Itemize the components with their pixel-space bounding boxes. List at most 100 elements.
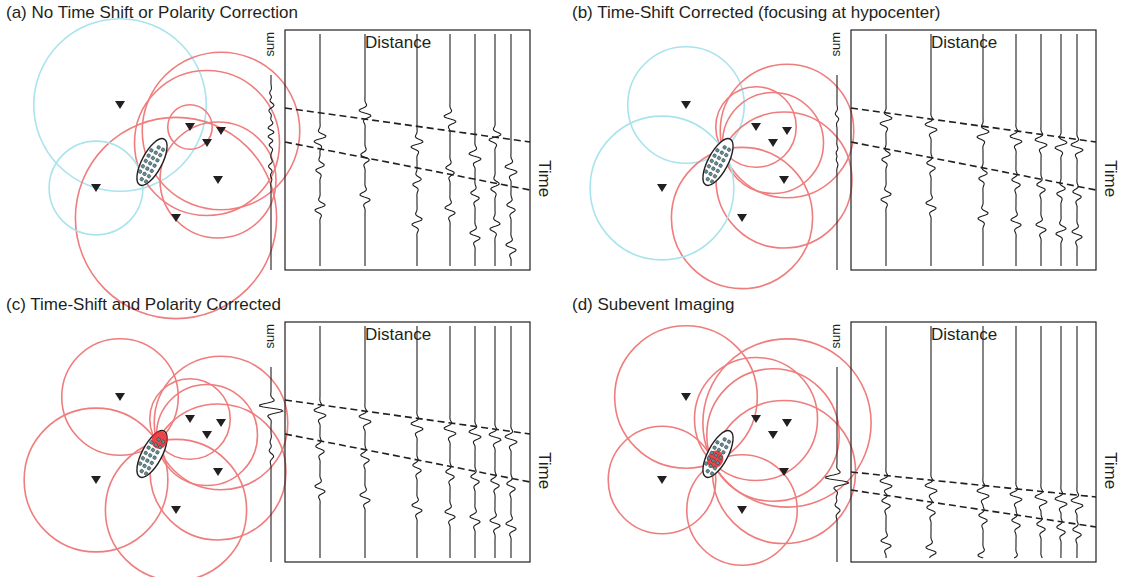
axis-label: Distance [931, 326, 997, 343]
wavefront-circle [590, 116, 734, 260]
panel-title: (d) Subevent Imaging [572, 296, 735, 313]
station-triangle [779, 468, 789, 476]
wavefront-circle [49, 141, 143, 235]
panel-title: (a) No Time Shift or Polarity Correction [6, 4, 298, 21]
seismogram-trace [1055, 34, 1067, 266]
wavefront-circle [150, 404, 286, 540]
station-triangle [657, 476, 667, 484]
wavefront-circle [671, 147, 812, 288]
station-triangle [202, 431, 212, 439]
seismogram-trace [444, 34, 456, 266]
seismogram-trace [977, 326, 989, 558]
station-triangle [737, 506, 747, 514]
station-triangle [115, 101, 125, 109]
seismogram-trace [1010, 34, 1022, 266]
station-triangle [185, 415, 195, 423]
fault-ellipse [697, 134, 739, 189]
panel-art [608, 322, 1096, 565]
wavefront-circle [157, 385, 258, 486]
station-triangle [185, 123, 195, 131]
station-triangle [681, 101, 691, 109]
record-section [268, 30, 530, 270]
seismogram-trace [1010, 326, 1022, 558]
seismogram-trace [505, 34, 517, 266]
moveout-line [285, 142, 530, 190]
sum-trace [826, 367, 849, 562]
wavefront-circle [712, 400, 855, 543]
seismogram-trace [1055, 326, 1067, 558]
panel-art [34, 19, 530, 319]
fault-ellipse [131, 426, 173, 481]
wavefront-circle [34, 19, 207, 192]
sum-label: sum [263, 324, 276, 349]
wavefront-circles [34, 19, 300, 319]
panel-art [590, 30, 1096, 289]
station-triangle [91, 184, 101, 192]
moveout-line [285, 108, 530, 142]
station-triangle [751, 415, 761, 423]
sum-trace [268, 75, 274, 270]
moveout-line [285, 434, 530, 482]
axis-label: Distance [365, 34, 431, 51]
sum-label: sum [829, 324, 842, 349]
moveout-line [851, 142, 1096, 190]
station-triangle [779, 176, 789, 184]
station-triangle [213, 468, 223, 476]
seismogram-trace [469, 34, 481, 266]
record-section [260, 322, 530, 562]
seismogram-trace [469, 326, 481, 558]
axis-label: Time [536, 160, 553, 197]
wavefront-circles [590, 47, 854, 289]
seismogram-trace [1035, 326, 1047, 558]
station-triangle [216, 419, 226, 427]
seismogram-trace [505, 326, 517, 558]
record-section [826, 322, 1096, 562]
station-triangle [171, 506, 181, 514]
panel-art [24, 322, 530, 577]
wavefront-circle [694, 357, 817, 480]
station-triangle [115, 393, 125, 401]
seismogram-trace [925, 326, 937, 558]
station-triangle [782, 419, 792, 427]
station-triangle [216, 127, 226, 135]
fault-ellipse [697, 426, 739, 481]
axis-label: Distance [931, 34, 997, 51]
sum-label: sum [829, 32, 842, 57]
wavefront-circle [24, 408, 168, 552]
station-triangle [768, 431, 778, 439]
seismogram-trace [411, 326, 423, 558]
station-triangle [202, 139, 212, 147]
fault-ellipse [131, 134, 173, 189]
seismogram-trace [359, 326, 371, 558]
sum-label: sum [263, 32, 276, 57]
station-triangle [91, 476, 101, 484]
station-triangle [213, 176, 223, 184]
seismogram-trace [489, 34, 501, 266]
sum-trace [260, 367, 283, 562]
station-triangle [768, 139, 778, 147]
seismogram-trace [489, 326, 501, 558]
seismogram-trace [1071, 34, 1083, 266]
wavefront-circle [716, 112, 852, 248]
seismogram-trace [977, 34, 989, 266]
wavefront-circle [608, 426, 716, 534]
station-triangle [782, 127, 792, 135]
seismogram-trace [1071, 326, 1083, 558]
wavefront-circle [154, 356, 288, 490]
seismogram-trace [359, 34, 371, 266]
station-triangle [681, 393, 691, 401]
panel-title: (c) Time-Shift and Polarity Corrected [6, 296, 281, 313]
wavefront-circle [720, 64, 854, 198]
axis-label: Distance [365, 326, 431, 343]
seismogram-trace [444, 326, 456, 558]
seismogram-trace [880, 326, 892, 558]
wavefront-circles [24, 339, 288, 577]
wavefront-circles [608, 326, 871, 566]
station-triangle [751, 123, 761, 131]
seismogram-trace [314, 34, 326, 266]
seismogram-trace [314, 326, 326, 558]
sum-trace [835, 75, 838, 270]
wavefront-circle [75, 117, 276, 318]
wavefront-circle [160, 122, 276, 238]
wavefront-circle [615, 326, 758, 469]
